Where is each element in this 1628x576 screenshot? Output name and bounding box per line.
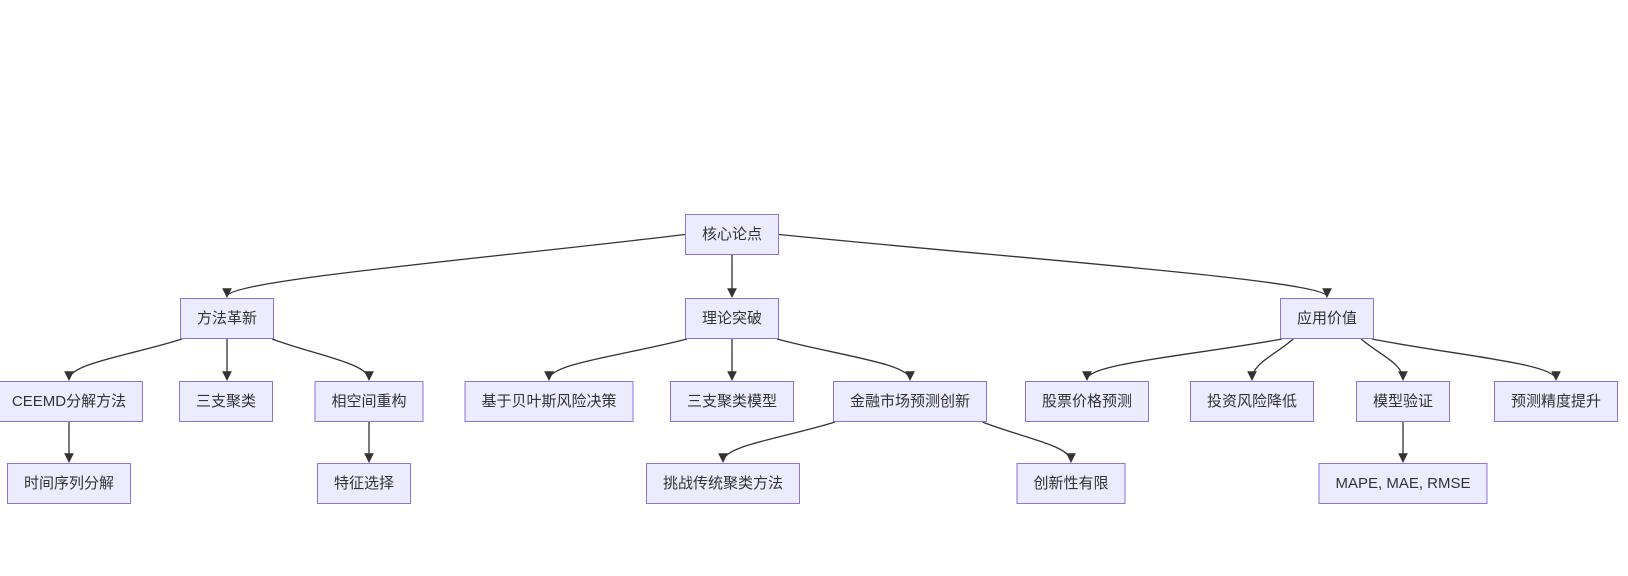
node-label: 基于贝叶斯风险决策	[481, 393, 617, 410]
node-label: 相空间重构	[331, 393, 407, 410]
node-label: 特征选择	[333, 475, 395, 492]
edge-finance-challenge	[718, 421, 836, 463]
node-label: 理论突破	[701, 310, 763, 327]
node-forecast-precision-improvement: 预测精度提升	[1493, 381, 1619, 422]
edge-method-ceemd	[64, 338, 183, 381]
edge-application-validation	[1360, 338, 1408, 381]
node-label: 核心论点	[701, 226, 763, 243]
node-challenge-traditional-clustering: 挑战传统聚类方法	[645, 463, 801, 504]
edge-method-phase_space	[271, 338, 374, 381]
node-method-innovation: 方法革新	[179, 298, 275, 339]
node-model-validation: 模型验证	[1355, 381, 1451, 422]
node-financial-market-forecast-innovation: 金融市场预测创新	[832, 381, 988, 422]
node-label: 创新性有限	[1033, 475, 1109, 492]
edge-application-stock	[1082, 338, 1283, 381]
node-application-value: 应用价值	[1279, 298, 1375, 339]
node-label: 时间序列分解	[23, 475, 115, 492]
node-three-way-clustering: 三支聚类	[178, 381, 274, 422]
node-label: 预测精度提升	[1510, 393, 1602, 410]
node-label: 股票价格预测	[1041, 393, 1133, 410]
node-label: 应用价值	[1296, 310, 1358, 327]
node-label: 投资风险降低	[1206, 393, 1298, 410]
node-stock-price-prediction: 股票价格预测	[1024, 381, 1150, 422]
node-label: 方法革新	[196, 310, 258, 327]
node-label: 三支聚类模型	[686, 393, 778, 410]
node-investment-risk-reduction: 投资风险降低	[1189, 381, 1315, 422]
node-label: CEEMD分解方法	[11, 393, 127, 410]
node-core-argument: 核心论点	[684, 214, 780, 255]
edge-theory-finance	[776, 338, 915, 381]
node-mape-mae-rmse: MAPE, MAE, RMSE	[1318, 463, 1488, 504]
node-label: 挑战传统聚类方法	[662, 475, 784, 492]
node-three-way-clustering-model: 三支聚类模型	[669, 381, 795, 422]
node-ceemd-decomposition: CEEMD分解方法	[0, 381, 144, 422]
edge-finance-innovation_limited	[982, 421, 1076, 463]
node-time-series-decomposition: 时间序列分解	[6, 463, 132, 504]
edge-application-risk	[1247, 338, 1294, 381]
node-label: MAPE, MAE, RMSE	[1335, 475, 1471, 492]
node-label: 模型验证	[1372, 393, 1434, 410]
node-limited-innovation: 创新性有限	[1016, 463, 1126, 504]
edge-root-application	[778, 233, 1332, 298]
edge-root-method	[222, 233, 686, 298]
edge-theory-bayes	[544, 338, 688, 381]
node-feature-selection: 特征选择	[316, 463, 412, 504]
node-theory-breakthrough: 理论突破	[684, 298, 780, 339]
node-label: 金融市场预测创新	[849, 393, 971, 410]
edge-application-precision	[1371, 338, 1561, 381]
node-phase-space-reconstruction: 相空间重构	[314, 381, 424, 422]
node-bayesian-risk-decision: 基于贝叶斯风险决策	[464, 381, 634, 422]
node-label: 三支聚类	[195, 393, 257, 410]
